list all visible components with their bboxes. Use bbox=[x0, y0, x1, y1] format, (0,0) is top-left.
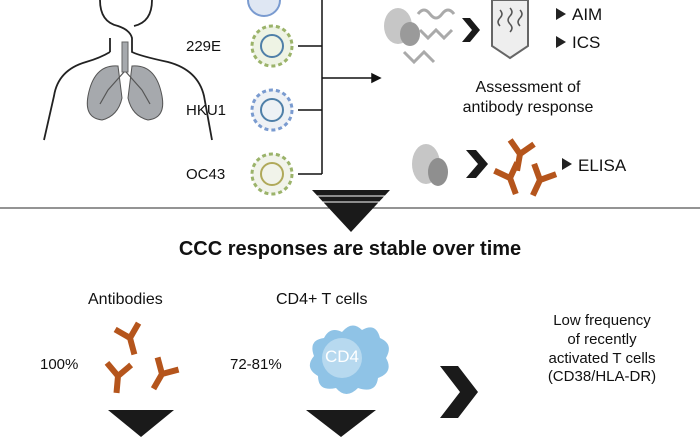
low-frequency-line1: Low frequency bbox=[553, 312, 651, 329]
virus-icon-oc43 bbox=[250, 152, 294, 196]
strain-label-229e: 229E bbox=[186, 38, 222, 55]
virus-icon-229e bbox=[250, 24, 294, 68]
strain-label-hku1: HKU1 bbox=[186, 102, 227, 119]
chevron-right-icon bbox=[440, 366, 478, 418]
tcells-percent: 72-81% bbox=[230, 356, 282, 373]
peptide-pool-icon bbox=[384, 8, 456, 65]
virus-icon-top bbox=[247, 0, 281, 17]
antibodies-label: Antibodies bbox=[88, 291, 163, 308]
antibody-header-line2: antibody response bbox=[462, 99, 594, 116]
down-arrow-icon bbox=[312, 190, 390, 232]
virus-icon-hku1 bbox=[250, 88, 294, 132]
strain-label-oc43: OC43 bbox=[186, 166, 226, 183]
low-frequency-line4: (CD38/HLA-DR) bbox=[547, 368, 657, 386]
antibody-assessment-header: Assessment of antibody response bbox=[414, 78, 642, 118]
tcells-down-arrow-icon bbox=[306, 410, 376, 437]
antigen-icon bbox=[412, 144, 448, 186]
elisa-bullet-icon bbox=[562, 158, 572, 170]
ics-label: ICS bbox=[572, 33, 601, 52]
antibodies-down-arrow-icon bbox=[108, 410, 174, 437]
antibodies-icon bbox=[107, 326, 176, 391]
antibody-cluster-icon bbox=[497, 142, 553, 196]
human-lungs-icon bbox=[43, 0, 213, 141]
antibody-header-line1: Assessment of bbox=[475, 79, 581, 96]
chevron-arrow-icon-2 bbox=[466, 150, 488, 178]
elisa-label: ELISA bbox=[578, 156, 627, 175]
tcells-label: CD4+ T cells bbox=[276, 291, 368, 308]
cd4-cell-text: CD4 bbox=[324, 347, 359, 366]
low-frequency-note: Low frequency of recently activated T ce… bbox=[508, 312, 696, 387]
section-title: CCC responses are stable over time bbox=[178, 238, 522, 260]
chevron-arrow-icon bbox=[462, 18, 480, 42]
test-tube-icon bbox=[491, 0, 529, 60]
ics-bullet-icon bbox=[556, 36, 566, 48]
strain-bracket bbox=[298, 0, 382, 175]
aim-label: AIM bbox=[572, 5, 603, 24]
aim-bullet-icon bbox=[556, 8, 566, 20]
antibodies-percent: 100% bbox=[40, 356, 79, 373]
cd4-cell-icon bbox=[309, 325, 389, 394]
low-frequency-line3: activated T cells bbox=[548, 349, 656, 367]
low-frequency-line2: of recently bbox=[567, 330, 637, 348]
